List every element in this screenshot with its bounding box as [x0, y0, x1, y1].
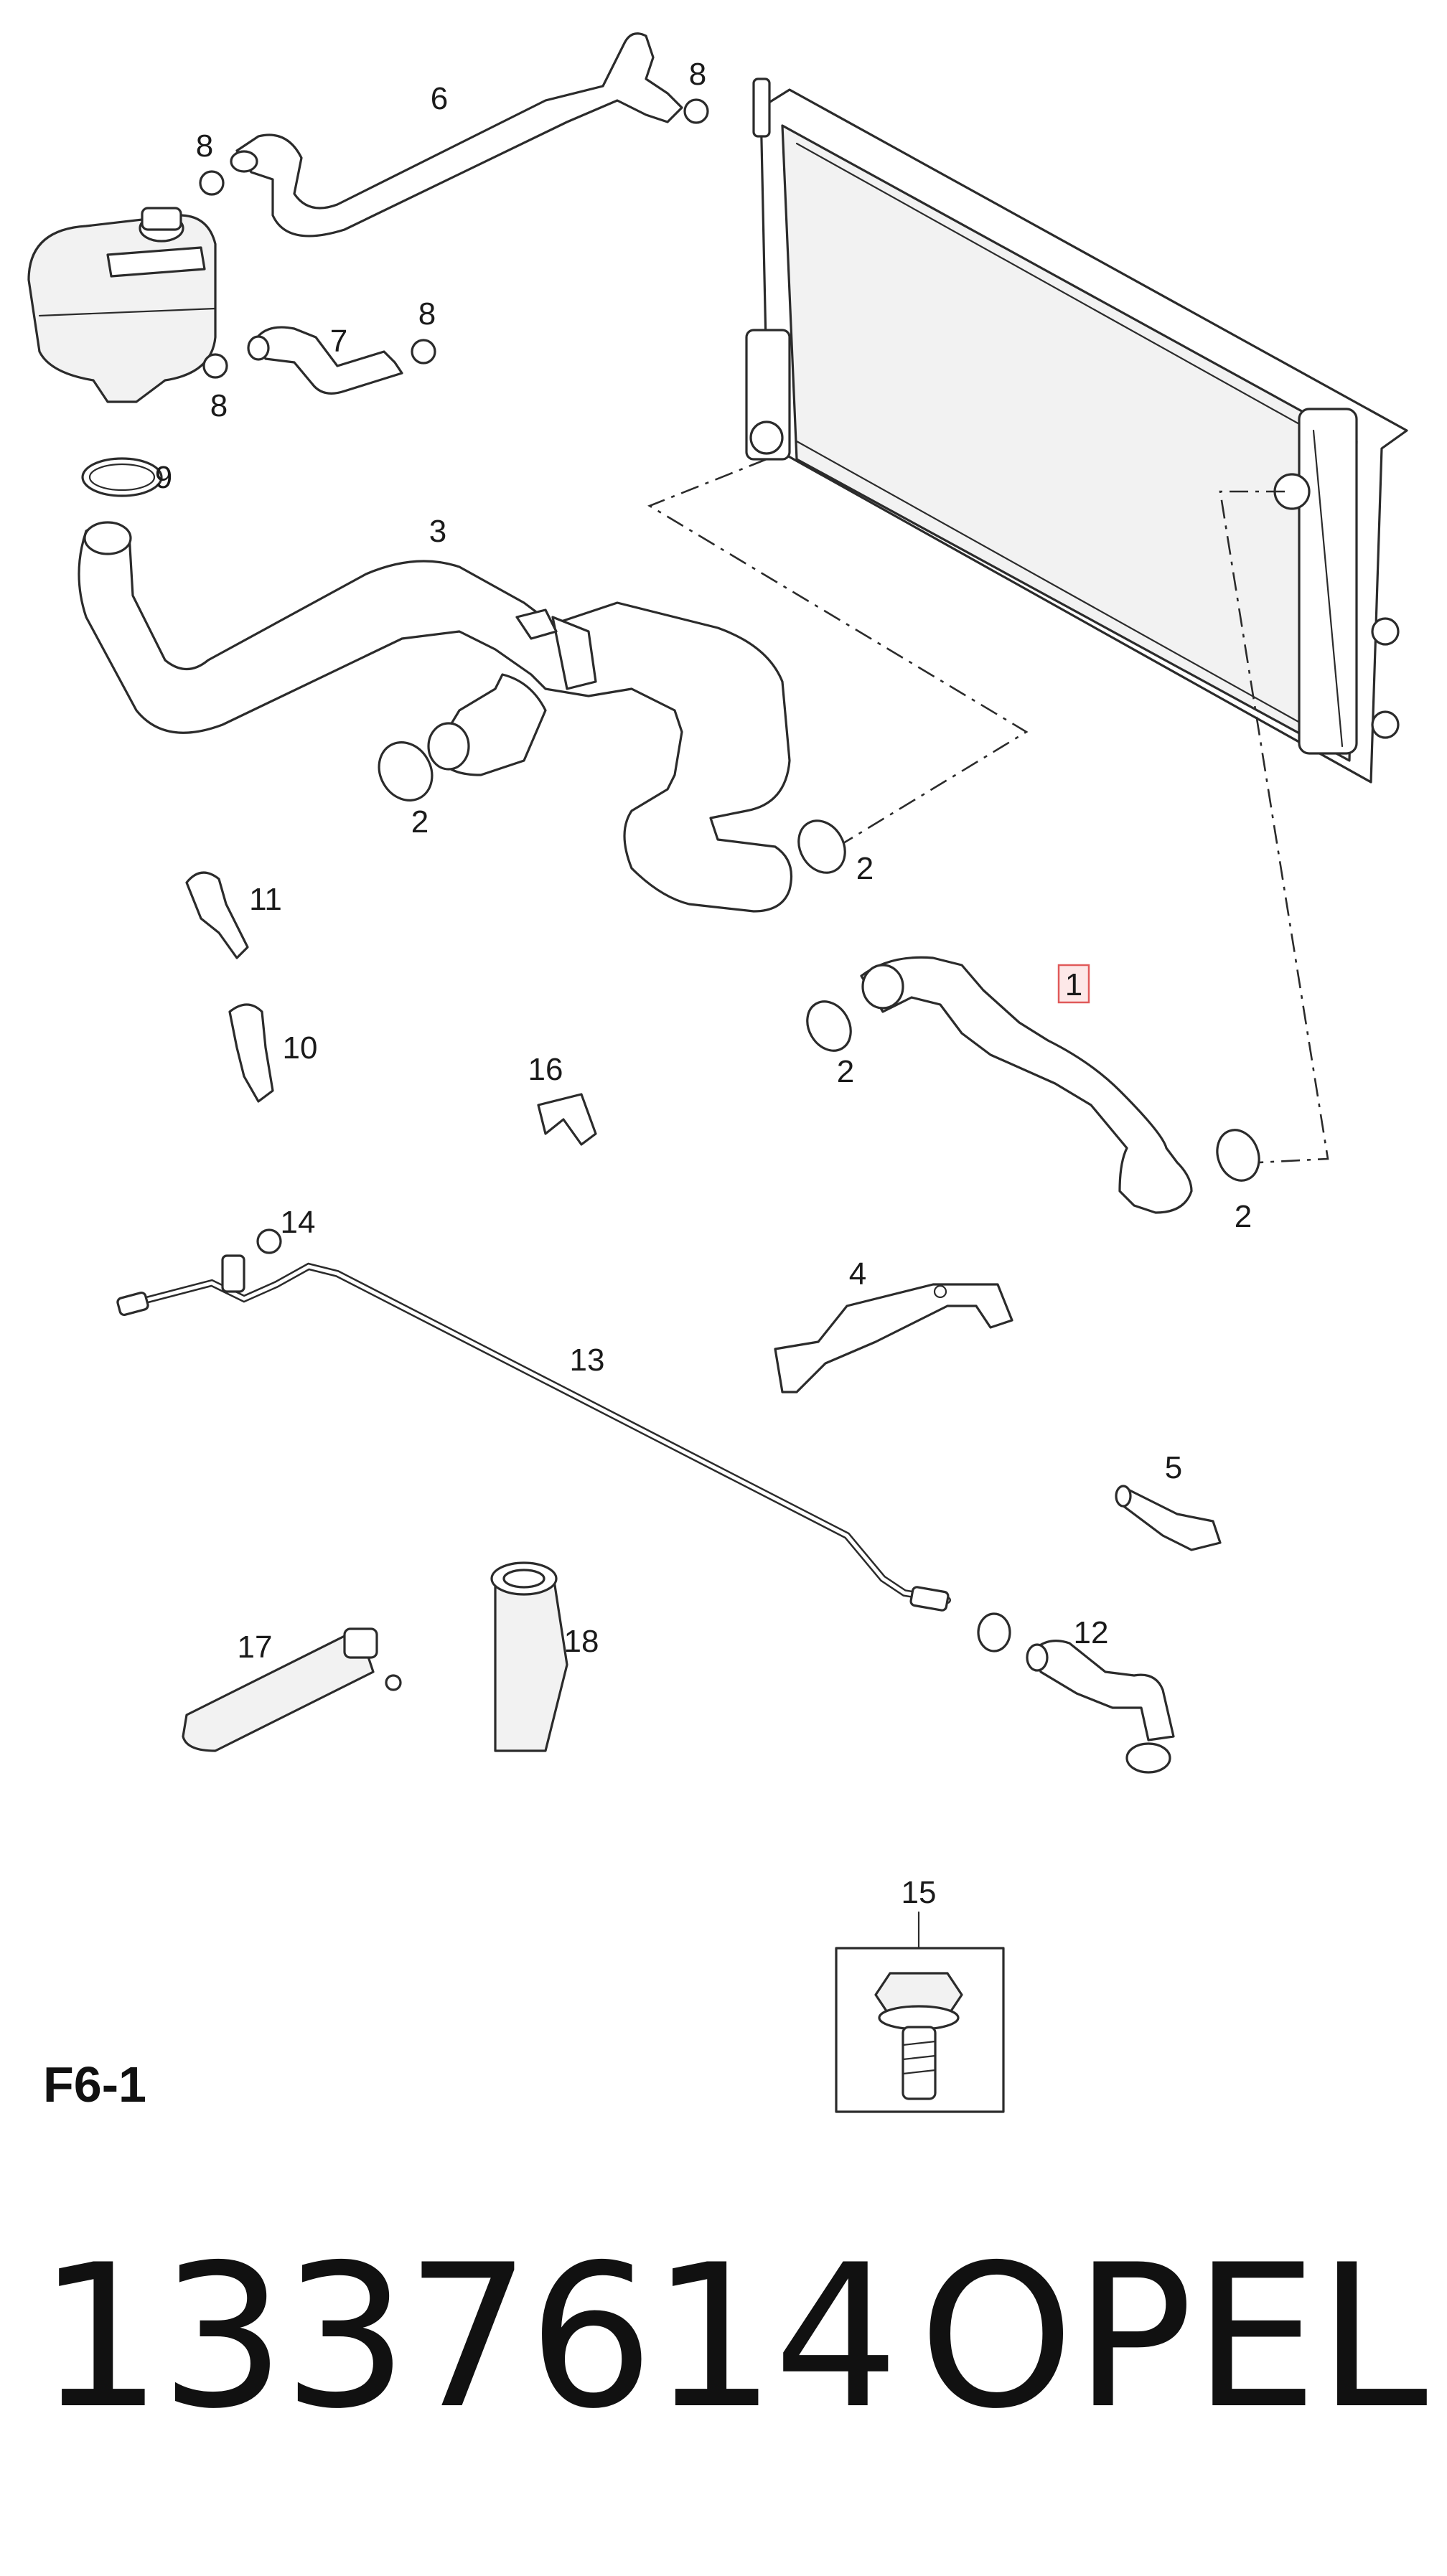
callout-3: 3	[429, 514, 446, 549]
pipe-13	[116, 1254, 951, 1612]
callout-8: 8	[689, 57, 706, 92]
callout-8: 8	[210, 388, 228, 423]
clip-16	[537, 1093, 597, 1146]
clamp-9	[81, 457, 163, 497]
callout-4: 4	[849, 1256, 866, 1292]
callout-2: 2	[411, 804, 429, 840]
callout-2: 2	[837, 1054, 854, 1089]
callout-18: 18	[564, 1624, 599, 1659]
callout-5: 5	[1165, 1450, 1182, 1485]
expansion-tank	[27, 207, 217, 403]
diagram-code: F6-1	[43, 2056, 146, 2112]
clamps-8	[199, 98, 709, 379]
hose-6	[230, 32, 683, 238]
callout-2: 2	[1235, 1199, 1252, 1234]
radiator	[745, 77, 1408, 784]
connector-5	[1115, 1485, 1222, 1551]
hose-12	[1026, 1640, 1175, 1741]
callout-9: 9	[155, 460, 172, 495]
clamp-12	[977, 1612, 1171, 1774]
callout-10: 10	[283, 1030, 318, 1066]
nut-14	[256, 1228, 282, 1254]
highlight-box-1	[1057, 964, 1090, 1004]
brand-name: OPEL	[919, 2222, 1428, 2452]
part-number: 1337614	[37, 2222, 899, 2452]
callout-16: 16	[528, 1052, 563, 1087]
clamps-2	[378, 741, 1260, 1182]
callout-2: 2	[856, 851, 874, 886]
callout-7: 7	[330, 324, 347, 359]
callout-11: 11	[249, 882, 282, 917]
callout-12: 12	[1074, 1615, 1109, 1650]
coolant-bottle-18	[490, 1561, 568, 1752]
hose-3	[78, 521, 793, 913]
callout-8: 8	[418, 296, 436, 332]
callout-6: 6	[431, 81, 448, 116]
callout-15: 15	[902, 1875, 937, 1910]
callout-labels: 1 2 2 2 2 3 4 5 6 7 8 8 8 8 9 10 11 12 1…	[155, 57, 1252, 1950]
callout-1: 1	[1065, 967, 1082, 1002]
callout-13: 13	[570, 1343, 605, 1378]
clip-11	[185, 871, 249, 959]
hose-1	[860, 956, 1193, 1214]
clip-10	[228, 1003, 274, 1103]
bolt-15	[835, 1947, 1005, 2113]
callout-17: 17	[238, 1630, 273, 1665]
callout-14: 14	[281, 1205, 316, 1240]
callout-8: 8	[196, 128, 213, 164]
bleeder-17	[182, 1627, 402, 1752]
bracket-4	[774, 1283, 1013, 1393]
dashed-leaders	[647, 458, 1329, 1164]
hose-7	[247, 326, 403, 395]
